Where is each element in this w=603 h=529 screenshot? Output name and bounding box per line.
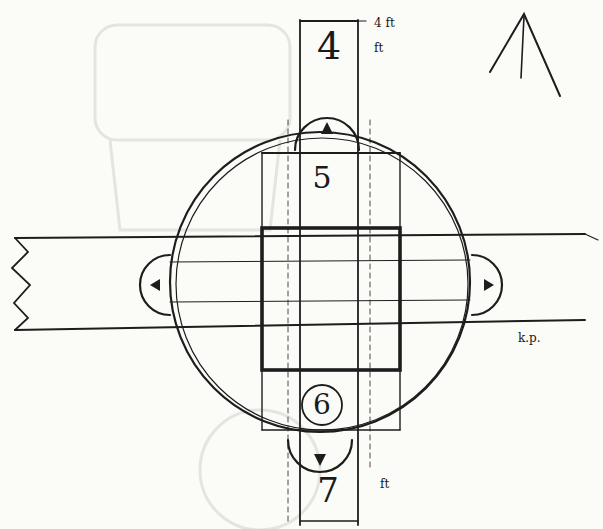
- dimension-note: ft: [380, 478, 389, 490]
- ghost-drawing: [95, 25, 320, 529]
- path-note: k.p.: [518, 332, 541, 344]
- dimension-note: 4 ft: [374, 17, 395, 29]
- entrance-arrow: [150, 122, 494, 466]
- room-number: 5: [312, 163, 331, 193]
- room-number: 7: [317, 473, 339, 507]
- room-number: 6: [313, 391, 331, 419]
- dimension-note: ft: [374, 42, 383, 54]
- plan-lines: [12, 14, 598, 525]
- room-number: 4: [317, 27, 341, 65]
